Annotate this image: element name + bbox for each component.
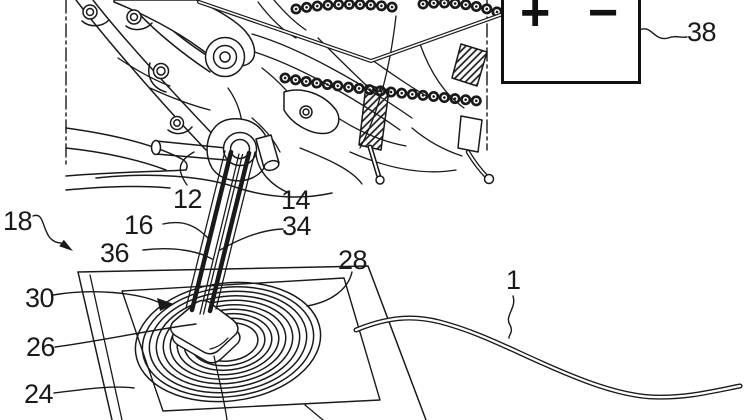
ref-label-36: 36 bbox=[100, 238, 130, 268]
base-plate bbox=[77, 265, 427, 420]
leader-28 bbox=[306, 271, 353, 307]
charging-pad bbox=[77, 265, 427, 420]
ref-label-24: 24 bbox=[24, 379, 54, 409]
leader-24 bbox=[53, 386, 135, 394]
side-stand-leg bbox=[185, 149, 256, 315]
coil-carrier-plate bbox=[121, 277, 381, 412]
upper-bracket bbox=[113, 0, 256, 78]
shock-absorber bbox=[451, 43, 495, 185]
leg-cable-line bbox=[199, 153, 240, 315]
ref-label-12: 12 bbox=[173, 184, 203, 214]
leader-30 bbox=[52, 291, 159, 303]
ref-label-26: 26 bbox=[26, 332, 56, 362]
ref-label-1: 1 bbox=[506, 265, 521, 295]
leader-lines bbox=[32, 28, 688, 394]
leader-12 bbox=[179, 151, 195, 186]
frame-assembly bbox=[65, 0, 506, 198]
leader-36 bbox=[142, 248, 213, 260]
ref-label-16: 16 bbox=[124, 210, 154, 240]
footpeg-rubber bbox=[358, 84, 390, 185]
leader-34 bbox=[219, 228, 284, 251]
ref-label-34: 34 bbox=[282, 211, 312, 241]
leader-14 bbox=[255, 153, 290, 194]
cutoff-leader-line bbox=[304, 404, 324, 420]
leader-38 bbox=[638, 28, 688, 40]
foot-leader-line bbox=[213, 355, 228, 420]
leader-1 bbox=[507, 295, 515, 339]
arrowhead-30 bbox=[157, 298, 174, 311]
battery-wire bbox=[197, 0, 505, 63]
leader-26 bbox=[54, 323, 197, 348]
ref-label-14: 14 bbox=[281, 185, 311, 215]
leg-edge-right bbox=[207, 150, 252, 314]
ref-label-38: 38 bbox=[687, 17, 717, 47]
battery-minus-terminal: − bbox=[588, 0, 619, 42]
leg-cable-line bbox=[202, 153, 244, 315]
bolt-heads bbox=[81, 4, 193, 135]
stand-foot bbox=[169, 299, 241, 364]
linkage-horn bbox=[283, 89, 340, 135]
leg-edge-left bbox=[189, 149, 234, 313]
battery-plus-terminal: + bbox=[520, 0, 551, 42]
grid-cable bbox=[353, 315, 743, 400]
ref-label-30: 30 bbox=[25, 283, 55, 313]
battery-box: + − bbox=[501, 0, 641, 84]
side-stand-pivot bbox=[150, 118, 280, 182]
arrow-18 bbox=[59, 239, 73, 251]
ref-label-18: 18 bbox=[3, 206, 33, 236]
leader-18 bbox=[32, 214, 62, 244]
leader-16 bbox=[162, 221, 209, 239]
ref-label-28: 28 bbox=[338, 245, 368, 275]
